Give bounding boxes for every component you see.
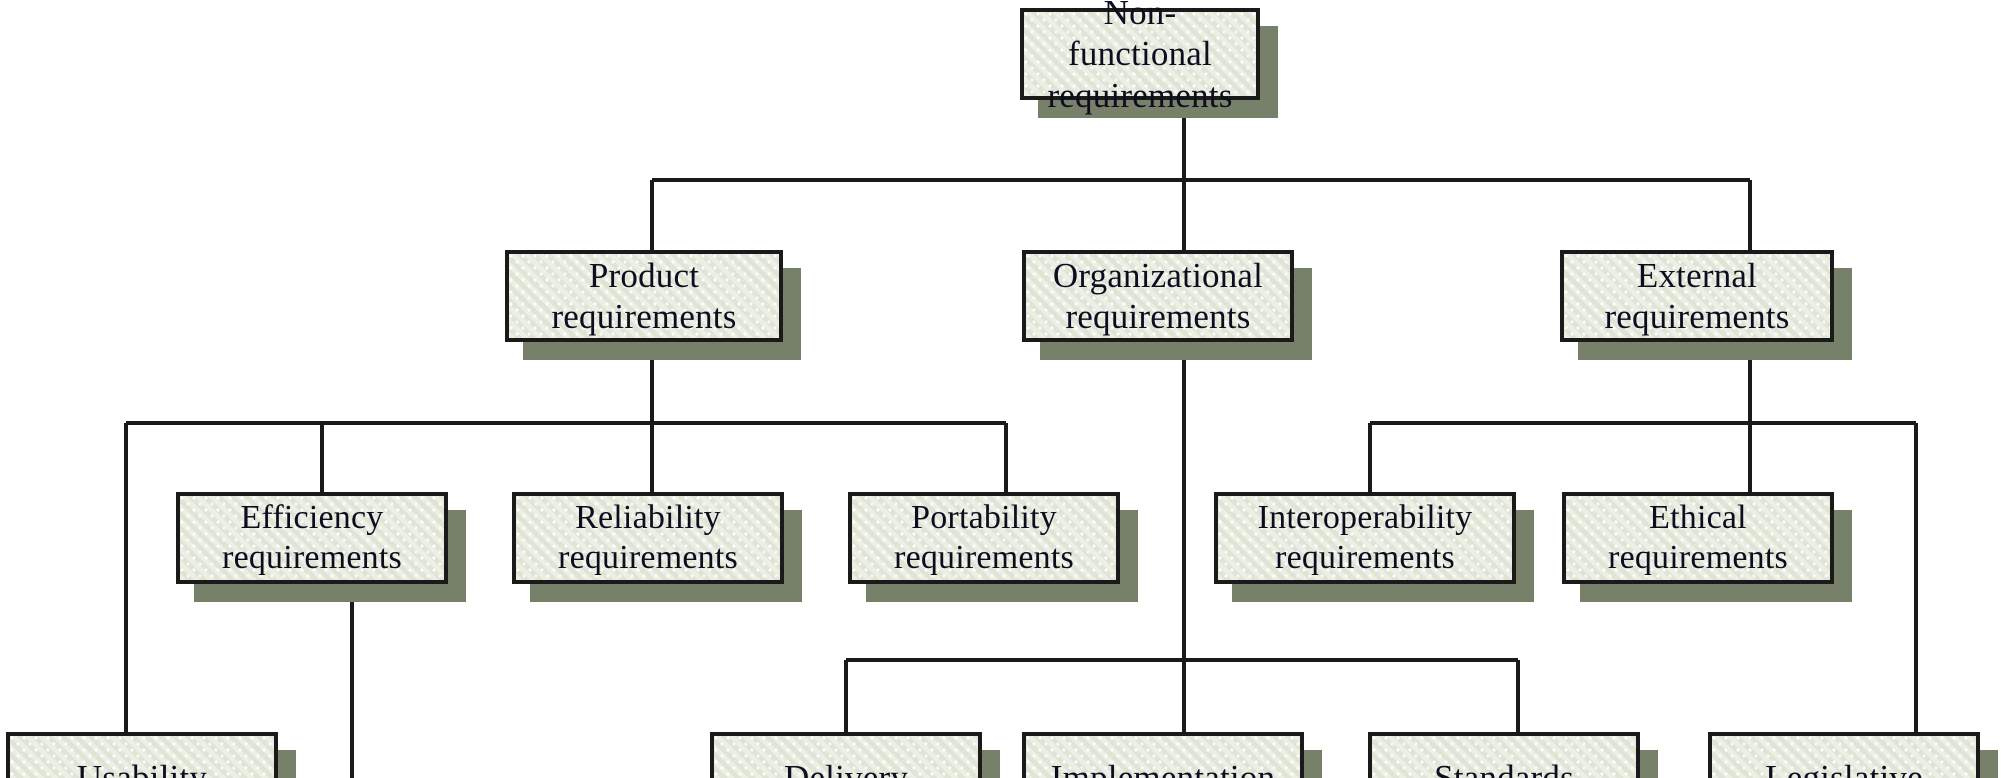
node-usability[interactable]: Usability	[6, 732, 278, 778]
node-efficiency-requirements[interactable]: Efficiency requirements	[176, 492, 448, 584]
node-standards[interactable]: Standards	[1368, 732, 1640, 778]
node-label: Efficiency requirements	[222, 498, 402, 576]
node-label: Standards	[1434, 758, 1574, 778]
node-reliability-requirements[interactable]: Reliability requirements	[512, 492, 784, 584]
node-label: Reliability requirements	[558, 498, 738, 576]
node-portability-requirements[interactable]: Portability requirements	[848, 492, 1120, 584]
node-non-functional-requirements[interactable]: Non-functional requirements	[1020, 0, 1260, 115]
node-delivery[interactable]: Delivery	[710, 732, 982, 778]
node-label: Legislative	[1765, 758, 1923, 778]
node-product-requirements[interactable]: Product requirements	[505, 250, 783, 342]
node-label: Implementation	[1050, 758, 1276, 778]
node-ethical-requirements[interactable]: Ethical requirements	[1562, 492, 1834, 584]
node-label: Product requirements	[551, 255, 737, 336]
node-label: Portability requirements	[894, 498, 1074, 576]
node-label: External requirements	[1604, 255, 1790, 336]
node-label: Organizational requirements	[1052, 255, 1264, 336]
node-implementation[interactable]: Implementation	[1022, 732, 1304, 778]
node-legislative[interactable]: Legislative	[1708, 732, 1980, 778]
node-organizational-requirements[interactable]: Organizational requirements	[1022, 250, 1294, 342]
node-label: Ethical requirements	[1608, 498, 1788, 576]
node-label: Non-functional requirements	[1047, 0, 1233, 115]
node-label: Delivery	[783, 758, 909, 778]
node-label: Usability	[76, 758, 208, 778]
node-label: Interoperability requirements	[1257, 498, 1473, 576]
node-interoperability-requirements[interactable]: Interoperability requirements	[1214, 492, 1516, 584]
node-external-requirements[interactable]: External requirements	[1560, 250, 1834, 342]
